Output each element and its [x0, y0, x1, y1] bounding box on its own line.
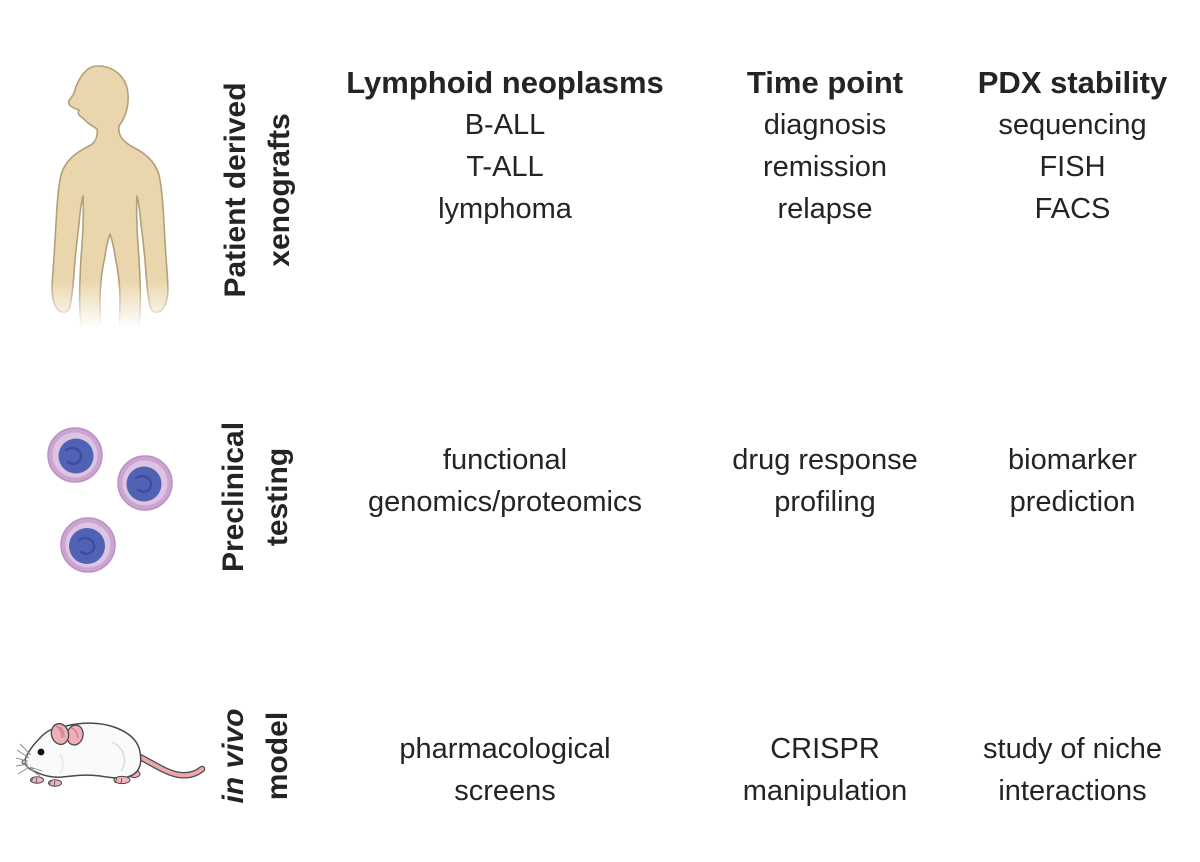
cell-item: B-ALL [464, 109, 546, 141]
mouse-ear [50, 722, 84, 746]
row-label-preclinical-testing: Preclinical testing [212, 422, 300, 572]
cell-drug-response-profiling: drug response profiling [690, 439, 960, 523]
cell-line: prediction [1009, 486, 1136, 518]
cell-crispr-manipulation: CRISPR manipulation [690, 728, 960, 812]
row-label-line: model [261, 711, 294, 801]
mouse-icon [16, 722, 206, 787]
cell-line: drug response [732, 444, 918, 476]
cell-line: pharmacological [399, 733, 611, 765]
cell-line: screens [454, 775, 556, 807]
cell-line: functional [442, 444, 568, 476]
mouse-feet [30, 775, 131, 787]
cell-functional-genomics: functional genomics/proteomics [320, 439, 690, 523]
human-silhouette-icon [22, 65, 170, 340]
lymphocyte-cell [117, 455, 173, 511]
cell-lymphoid-neoplasms: Lymphoid neoplasms B-ALL T-ALL lymphoma [320, 62, 690, 230]
cell-item: sequencing [998, 109, 1147, 141]
lymphocyte-cell [47, 427, 103, 483]
column-header: Time point [746, 65, 904, 100]
row-label-patient-derived-xenografts: Patient derived xenografts [214, 82, 302, 297]
cell-item: remission [762, 151, 888, 183]
cell-line: genomics/proteomics [368, 486, 642, 518]
cell-item: relapse [777, 193, 873, 225]
cell-item: T-ALL [466, 151, 544, 183]
cell-time-point: Time point diagnosis remission relapse [690, 62, 960, 230]
row-label-line: Patient derived [219, 82, 252, 298]
row-label-line: Preclinical [217, 421, 250, 573]
row-label-line: testing [261, 447, 294, 547]
cell-line: study of niche [983, 733, 1162, 765]
cell-line: biomarker [1008, 444, 1137, 476]
mouse-eye [37, 748, 45, 756]
lymphocyte-cells-icon [47, 427, 173, 573]
lymphocyte-cell [60, 517, 116, 573]
mouse-whiskers [16, 743, 43, 777]
cell-item: diagnosis [763, 109, 887, 141]
row-label-line: xenografts [263, 113, 296, 267]
cell-line: manipulation [742, 775, 908, 807]
row-label-line: in vivo [217, 708, 250, 804]
cell-item: FISH [1039, 151, 1106, 183]
cell-biomarker-prediction: biomarker prediction [945, 439, 1200, 523]
column-header: PDX stability [977, 65, 1168, 100]
cell-pharmacological-screens: pharmacological screens [320, 728, 690, 812]
cell-line: CRISPR [770, 733, 880, 765]
column-header: Lymphoid neoplasms [346, 65, 664, 100]
mouse-toes [30, 777, 123, 787]
row-label-in-vivo-model: in vivo model [212, 708, 300, 803]
cell-line: profiling [774, 486, 876, 518]
cell-niche-interactions: study of niche interactions [945, 728, 1200, 812]
cell-pdx-stability: PDX stability sequencing FISH FACS [945, 62, 1200, 230]
cell-item: lymphoma [438, 193, 572, 225]
cell-item: FACS [1034, 193, 1111, 225]
cell-line: interactions [998, 775, 1147, 807]
